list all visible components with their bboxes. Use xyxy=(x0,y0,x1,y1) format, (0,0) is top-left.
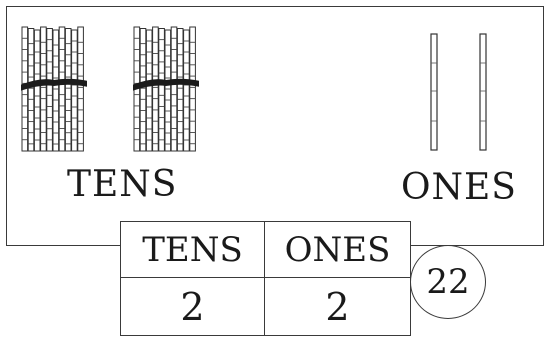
ones-stick-2 xyxy=(476,33,490,151)
tens-label: TENS xyxy=(67,167,177,203)
table-value-tens: 2 xyxy=(121,278,265,335)
total-circle: 22 xyxy=(410,245,486,319)
ones-label: ONES xyxy=(401,170,517,206)
ones-stick-1 xyxy=(427,33,441,151)
place-value-table: TENS ONES 2 2 xyxy=(120,221,411,336)
table-header-ones: ONES xyxy=(265,222,410,278)
table-header-tens: TENS xyxy=(121,222,265,278)
table-value-ones: 2 xyxy=(265,278,410,335)
tens-bundle-2 xyxy=(133,25,199,157)
tens-bundle-1 xyxy=(21,25,87,157)
blocks-panel: TENS ONES xyxy=(6,6,544,246)
